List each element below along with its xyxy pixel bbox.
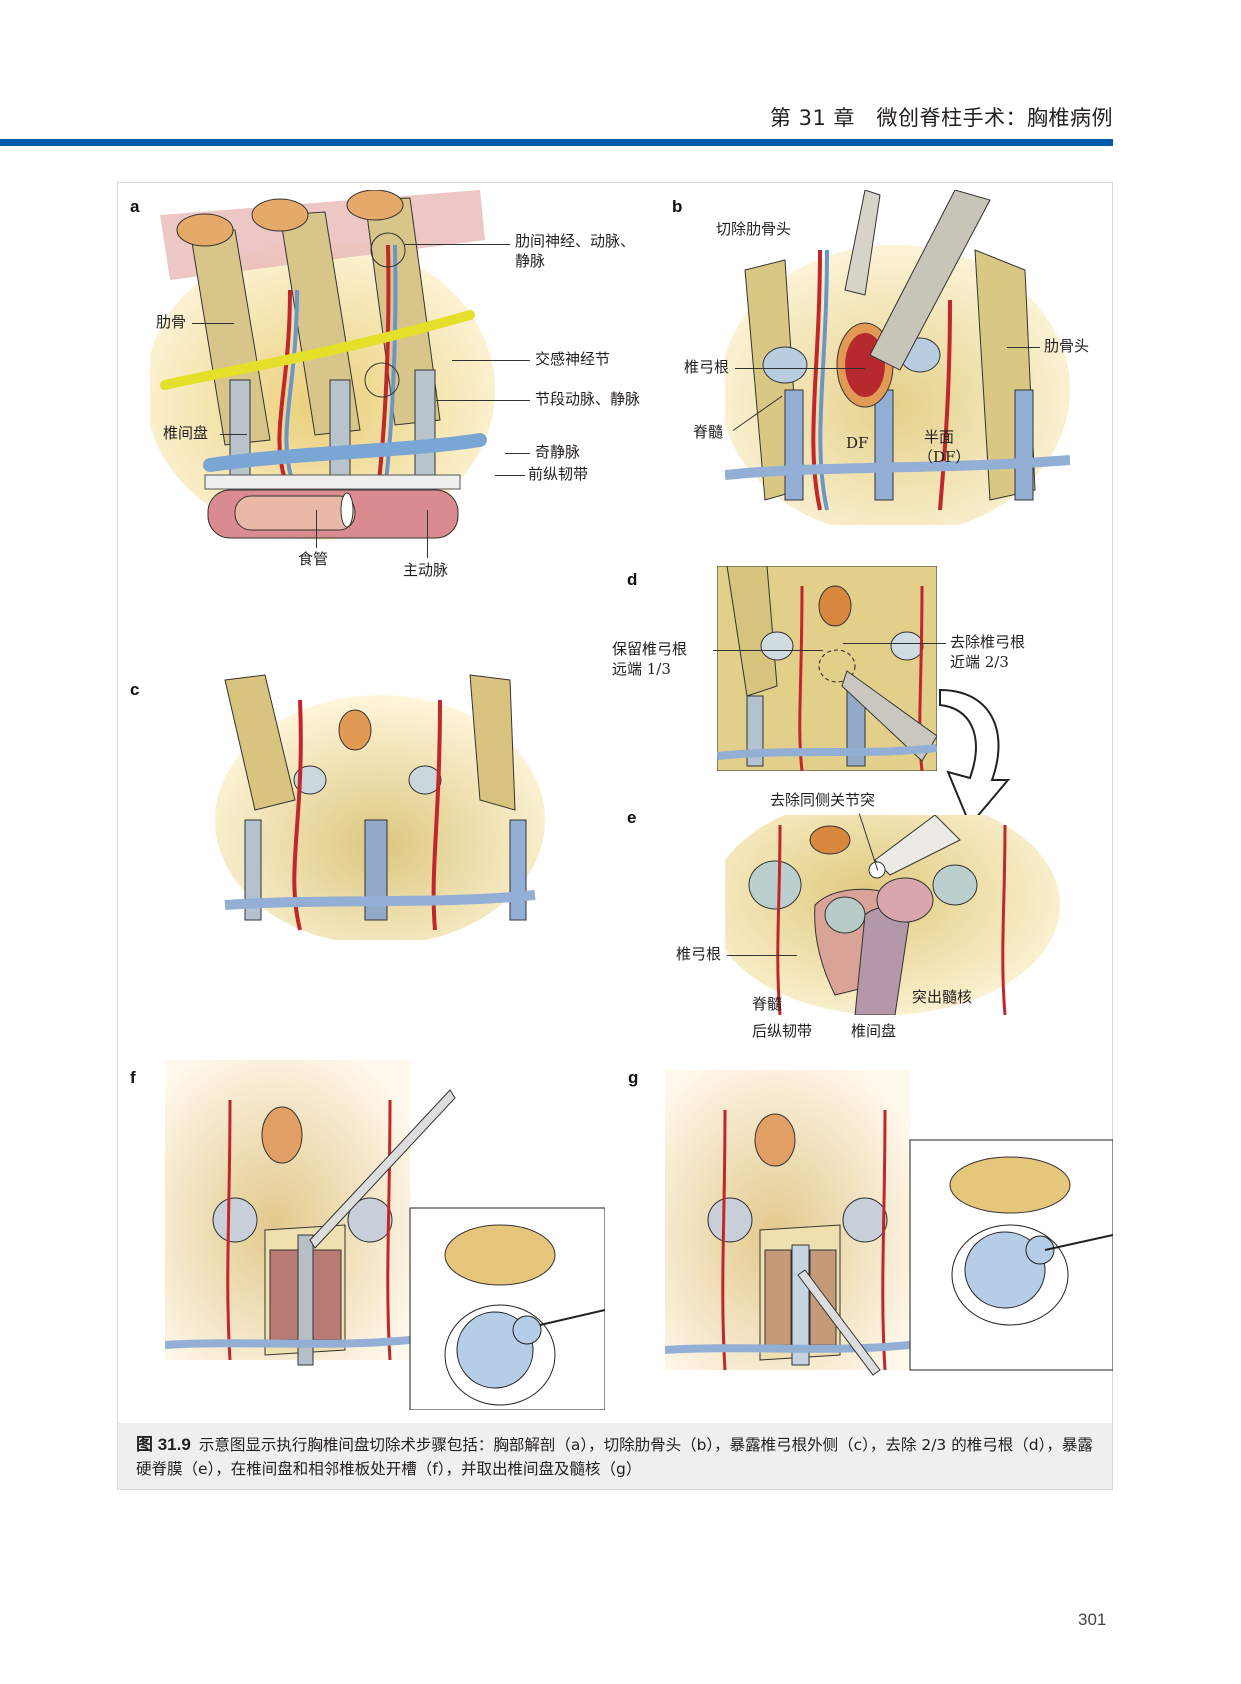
label-cord-b: 脊髓	[693, 423, 724, 441]
label-rib: 肋骨	[156, 313, 187, 331]
leader-intercostal	[405, 244, 510, 245]
label-all: 前纵韧带	[528, 465, 589, 483]
label-intercostal: 肋间神经、动脉、	[515, 232, 636, 250]
label-remove-pedicle-2: 近端 2/3	[950, 653, 1009, 671]
panel-g-illustration	[665, 1070, 1113, 1376]
label-rib-head-resection: 切除肋骨头	[716, 220, 792, 238]
label-remove-pedicle: 去除椎弓根	[950, 633, 1026, 651]
leader-rib	[192, 323, 234, 324]
label-sympathetic-ganglion: 交感神经节	[535, 350, 611, 368]
leader-disc	[220, 434, 247, 435]
leader-esophagus	[316, 510, 317, 548]
leader-pedicle-b	[735, 368, 865, 369]
label-pedicle-e: 椎弓根	[676, 945, 722, 963]
panel-d-illustration	[717, 566, 937, 771]
label-pedicle-b: 椎弓根	[684, 358, 730, 376]
panel-c-letter: c	[130, 680, 140, 699]
page-number: 301	[1078, 1610, 1107, 1629]
caption-body: 示意图显示执行胸椎间盘切除术步骤包括：胸部解剖（a），切除肋骨头（b），暴露椎弓…	[136, 1436, 1093, 1478]
label-hemifacet-df: （DF）	[918, 448, 971, 466]
panel-g-letter: g	[628, 1068, 639, 1087]
panel-e-letter: e	[627, 808, 637, 827]
label-aorta: 主动脉	[403, 561, 449, 579]
panel-e-illustration	[725, 815, 1060, 1015]
panel-f-letter: f	[130, 1068, 136, 1087]
leader-rib-head	[1007, 347, 1040, 348]
label-disc-e: 椎间盘	[851, 1022, 897, 1040]
running-header-title: 第 31 章 微创脊柱手术：胸椎病例	[769, 106, 1113, 130]
label-hemifacet: 半面	[924, 428, 955, 446]
label-herniated-nucleus: 突出髓核	[912, 988, 973, 1006]
label-pll: 后纵韧带	[752, 1022, 813, 1040]
leader-azygos	[505, 453, 530, 454]
label-rib-head: 肋骨头	[1044, 337, 1090, 355]
panel-c-illustration	[215, 674, 545, 940]
label-segmental-vessels: 节段动脉、静脉	[535, 390, 641, 408]
leader-sympathetic	[452, 360, 530, 361]
label-intercostal-2: 静脉	[515, 252, 546, 270]
label-facet-removal: 去除同侧关节突	[770, 791, 876, 809]
figure-number: 图 31.9	[136, 1435, 191, 1454]
panel-d-letter: d	[627, 570, 638, 589]
panel-f-illustration	[165, 1060, 605, 1410]
leader-all	[495, 475, 525, 476]
curved-arrow-icon	[939, 688, 1011, 827]
panel-b-illustration	[725, 190, 1070, 525]
label-keep-pedicle: 保留椎弓根	[612, 640, 688, 658]
leader-pedicle-e	[727, 955, 797, 956]
panel-a-illustration	[150, 190, 495, 540]
label-cord-e: 脊髓	[752, 995, 783, 1013]
leader-segmental	[436, 400, 530, 401]
label-esophagus: 食管	[298, 550, 329, 568]
panel-a-letter: a	[130, 197, 140, 216]
label-disc: 椎间盘	[163, 424, 209, 442]
label-keep-pedicle-2: 远端 1/3	[612, 660, 671, 678]
leader-keep	[713, 650, 823, 651]
label-azygos: 奇静脉	[535, 443, 581, 461]
leader-aorta	[427, 510, 428, 558]
leader-remove	[843, 643, 946, 644]
header-rule	[0, 139, 1113, 146]
label-df: DF	[846, 434, 869, 452]
panel-b-letter: b	[672, 197, 683, 216]
